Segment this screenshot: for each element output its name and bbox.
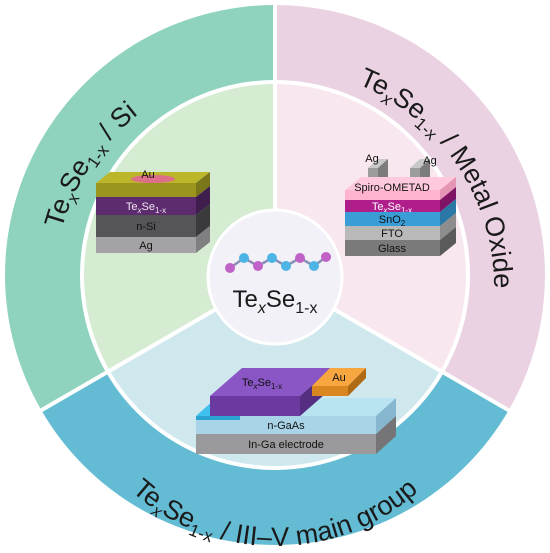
si-label-texse: TexSe1-x xyxy=(126,201,166,215)
iiiv-au-side xyxy=(348,368,366,396)
si-au-window xyxy=(131,175,175,183)
mo-glass-side xyxy=(440,227,456,256)
mo-ag1-top xyxy=(368,159,388,168)
mo-spiro-front xyxy=(345,190,440,200)
mo-ag2-top xyxy=(410,159,430,168)
mo-spiro-side xyxy=(440,177,456,200)
mo-label-sno2: SnO2 xyxy=(379,214,406,228)
mo-label-glass: Glass xyxy=(378,243,407,255)
mo-texse-side xyxy=(440,187,456,212)
iiiv-inga-side xyxy=(376,416,396,454)
iiiv-texse-front xyxy=(210,396,300,416)
si-texse-front xyxy=(96,197,196,215)
mo-texse-front xyxy=(345,200,440,212)
iiiv-ngaas-side xyxy=(376,398,396,434)
mo-sno2-side xyxy=(440,199,456,226)
device-si: Au TexSe1-x n-Si Ag xyxy=(96,169,210,253)
mo-sno2-front xyxy=(345,212,440,226)
mo-label-fto: FTO xyxy=(381,228,403,240)
mo-label-ag2: Ag xyxy=(423,155,436,167)
mo-label-ag1: Ag xyxy=(365,153,378,165)
inner-ring-border xyxy=(80,80,470,470)
iiiv-label-texse: TexSe1-x xyxy=(242,377,282,391)
mo-fto-front xyxy=(345,226,440,240)
mo-spiro-top xyxy=(345,177,456,190)
si-ag-front xyxy=(96,237,196,253)
mo-label-texse: TexSe1-x xyxy=(372,201,412,215)
iiiv-label-au: Au xyxy=(332,372,345,384)
center-circle xyxy=(206,208,344,346)
center-label: TexSe1-x xyxy=(233,286,318,317)
molecule-atoms xyxy=(225,252,331,273)
iiiv-label-ngaas: n-GaAs xyxy=(267,420,305,432)
mo-glass-front xyxy=(345,240,440,256)
si-nsi-front xyxy=(96,215,196,237)
iiiv-texse-top xyxy=(210,368,332,396)
mo-fto-side xyxy=(440,213,456,240)
device-iii-v: n-GaAs In-Ga electrode Al2O3 TexSe1-x Au xyxy=(196,368,396,454)
mo-label-spiro: Spiro-OMETAD xyxy=(354,182,430,194)
si-texse-side xyxy=(196,186,210,215)
iiiv-inga-front xyxy=(196,434,376,454)
si-ag-side xyxy=(196,226,210,253)
si-label-ag: Ag xyxy=(139,240,152,252)
iiiv-al2o3-front xyxy=(196,416,240,420)
iiiv-ngaas-front xyxy=(196,416,376,434)
iiiv-label-inga: In-Ga electrode xyxy=(248,439,324,451)
center-badge: TexSe1-x xyxy=(206,208,344,346)
si-au-front xyxy=(96,183,196,197)
si-au-side xyxy=(196,172,210,197)
si-label-au: Au xyxy=(141,169,154,181)
device-metal-oxide: Ag Ag Spiro-OMETAD TexSe1-x SnO2 FTO Gla… xyxy=(345,153,456,256)
iiiv-au-front xyxy=(312,386,348,396)
si-label-nsi: n-Si xyxy=(136,221,156,233)
